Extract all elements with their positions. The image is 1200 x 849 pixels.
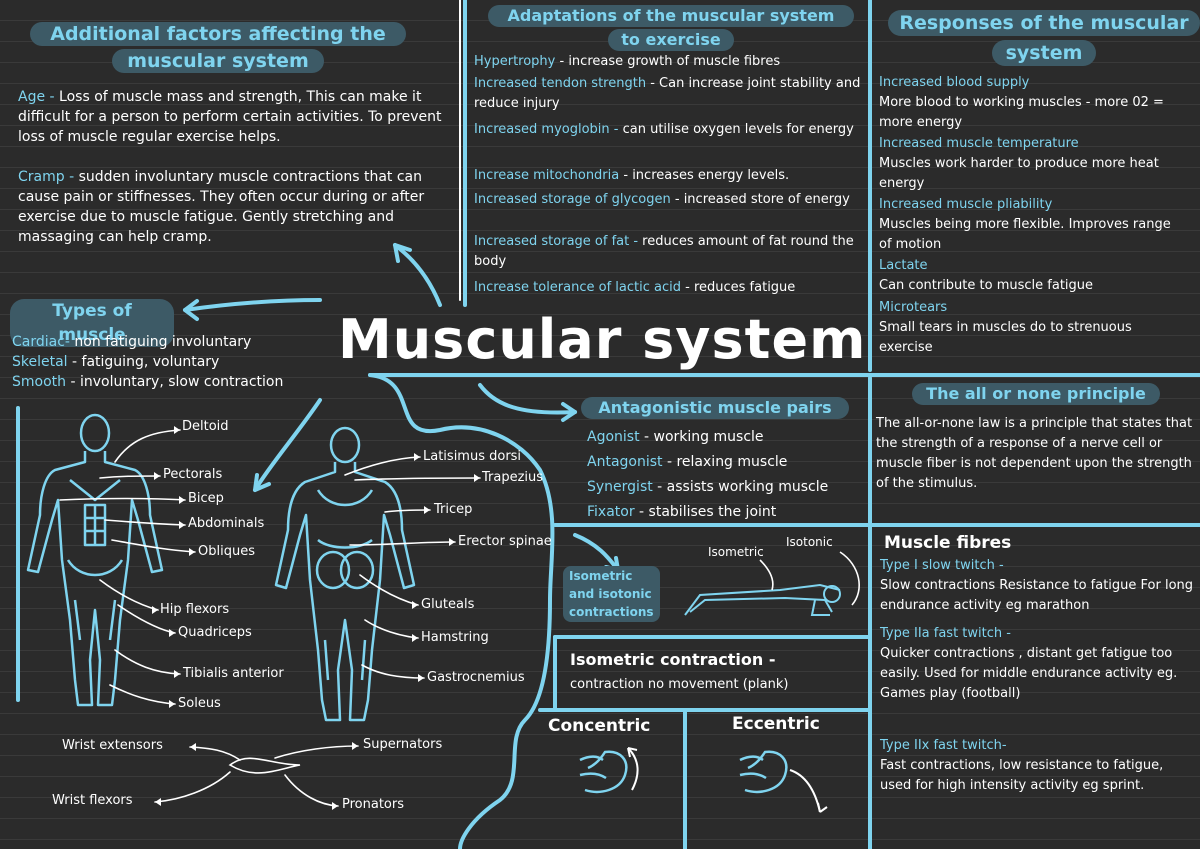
adaptation-item: Increased storage of fat - reduces amoun… <box>474 234 854 269</box>
isometric-contraction-text: contraction no movement (plank) <box>570 677 789 692</box>
isometric-contraction-title: Isometric contraction - <box>570 650 776 669</box>
label-bicep: Bicep <box>188 491 224 506</box>
label-latisimus-dorsi: Latisimus dorsi <box>423 449 522 464</box>
label-wrist-extensors: Wrist extensors <box>62 738 163 753</box>
adaptation-item: Increase tolerance of lactic acid - redu… <box>474 280 796 295</box>
fibres-title: Muscle fibres <box>884 533 1012 553</box>
adaptation-item: Hypertrophy - increase growth of muscle … <box>474 54 781 69</box>
antagonistic-item: Antagonist - relaxing muscle <box>587 454 788 470</box>
fibre-item: Type IIa fast twitch -Quicker contractio… <box>880 626 1178 701</box>
label-pectorals: Pectorals <box>163 467 223 482</box>
fibre-item: Type IIx fast twitch-Fast contractions, … <box>880 738 1164 793</box>
types-title: Types of muscle <box>10 299 174 347</box>
label-soleus: Soleus <box>178 696 221 711</box>
adaptation-item: Increased tendon strength - Can increase… <box>474 76 861 111</box>
types-list: Cardiac- non fatiguing involuntary Skele… <box>12 332 342 392</box>
label-gluteals: Gluteals <box>421 597 475 612</box>
label-abdominals: Abdominals <box>188 516 265 531</box>
fibre-item: Type I slow twitch -Slow contractions Re… <box>880 558 1194 613</box>
antagonistic-list: Agonist - working muscle Antagonist - re… <box>587 425 867 525</box>
all-or-none-title: The all or none principle <box>912 383 1160 405</box>
all-or-none-text: The all-or-none law is a principle that … <box>876 416 1193 491</box>
type-item: Smooth - involuntary, slow contraction <box>12 374 284 390</box>
label-supernators: Supernators <box>363 737 443 752</box>
age-paragraph: Age - Loss of muscle mass and strength, … <box>18 87 443 147</box>
type-item: Cardiac- non fatiguing involuntary <box>12 334 252 350</box>
label-tricep: Tricep <box>434 502 473 517</box>
label-gastrocnemius: Gastrocnemius <box>427 670 525 685</box>
main-title: Muscular system <box>338 308 867 371</box>
responses-title-1: Responses of the muscular <box>888 10 1200 36</box>
cramp-paragraph: Cramp - sudden involuntary muscle contra… <box>18 167 443 247</box>
antagonistic-title: Antagonistic muscle pairs <box>581 397 849 419</box>
label-tibialis-anterior: Tibialis anterior <box>183 666 284 681</box>
adaptations-title-1: Adaptations of the muscular system <box>488 5 854 27</box>
fibres-list: Type I slow twitch -Slow contractions Re… <box>880 556 1198 796</box>
cramp-text: sudden involuntary muscle contractions t… <box>18 169 425 245</box>
concentric-label: Concentric <box>548 716 651 736</box>
label-trapezius: Trapezius <box>482 470 544 485</box>
label-wrist-flexors: Wrist flexors <box>52 793 133 808</box>
antagonistic-item: Synergist - assists working muscle <box>587 479 829 495</box>
antagonistic-item: Fixator - stabilises the joint <box>587 504 777 520</box>
adaptation-item: Increased myoglobin - can utilise oxygen… <box>474 122 854 137</box>
type-item: Skeletal - fatiguing, voluntary <box>12 354 220 370</box>
responses-title-2: system <box>992 40 1096 66</box>
eccentric-label: Eccentric <box>732 714 820 734</box>
isometric-label: Isometric <box>708 545 764 559</box>
antagonistic-item: Agonist - working muscle <box>587 429 764 445</box>
cramp-key: Cramp - <box>18 169 75 185</box>
isotonic-label: Isotonic <box>786 535 833 549</box>
label-deltoid: Deltoid <box>182 419 229 434</box>
label-quadriceps: Quadriceps <box>178 625 252 640</box>
label-obliques: Obliques <box>198 544 255 559</box>
additional-title-2: muscular system <box>112 49 324 73</box>
additional-title-1: Additional factors affecting the <box>30 22 406 46</box>
adaptations-title-2: to exercise <box>608 29 734 51</box>
label-erector-spinae: Erector spinae <box>458 534 552 549</box>
label-hip-flexors: Hip flexors <box>160 602 230 617</box>
adaptation-item: Increase mitochondria - increases energy… <box>474 168 790 183</box>
adaptations-list: Hypertrophy - increase growth of muscle … <box>474 52 864 300</box>
adaptation-item: Increased storage of glycogen - increase… <box>474 192 850 207</box>
label-pronators: Pronators <box>342 797 404 812</box>
label-hamstring: Hamstring <box>421 630 489 645</box>
age-text: Loss of muscle mass and strength, This c… <box>18 89 442 145</box>
iso-label: Isometric and isotonic contractions <box>563 566 660 622</box>
age-key: Age - <box>18 89 55 105</box>
